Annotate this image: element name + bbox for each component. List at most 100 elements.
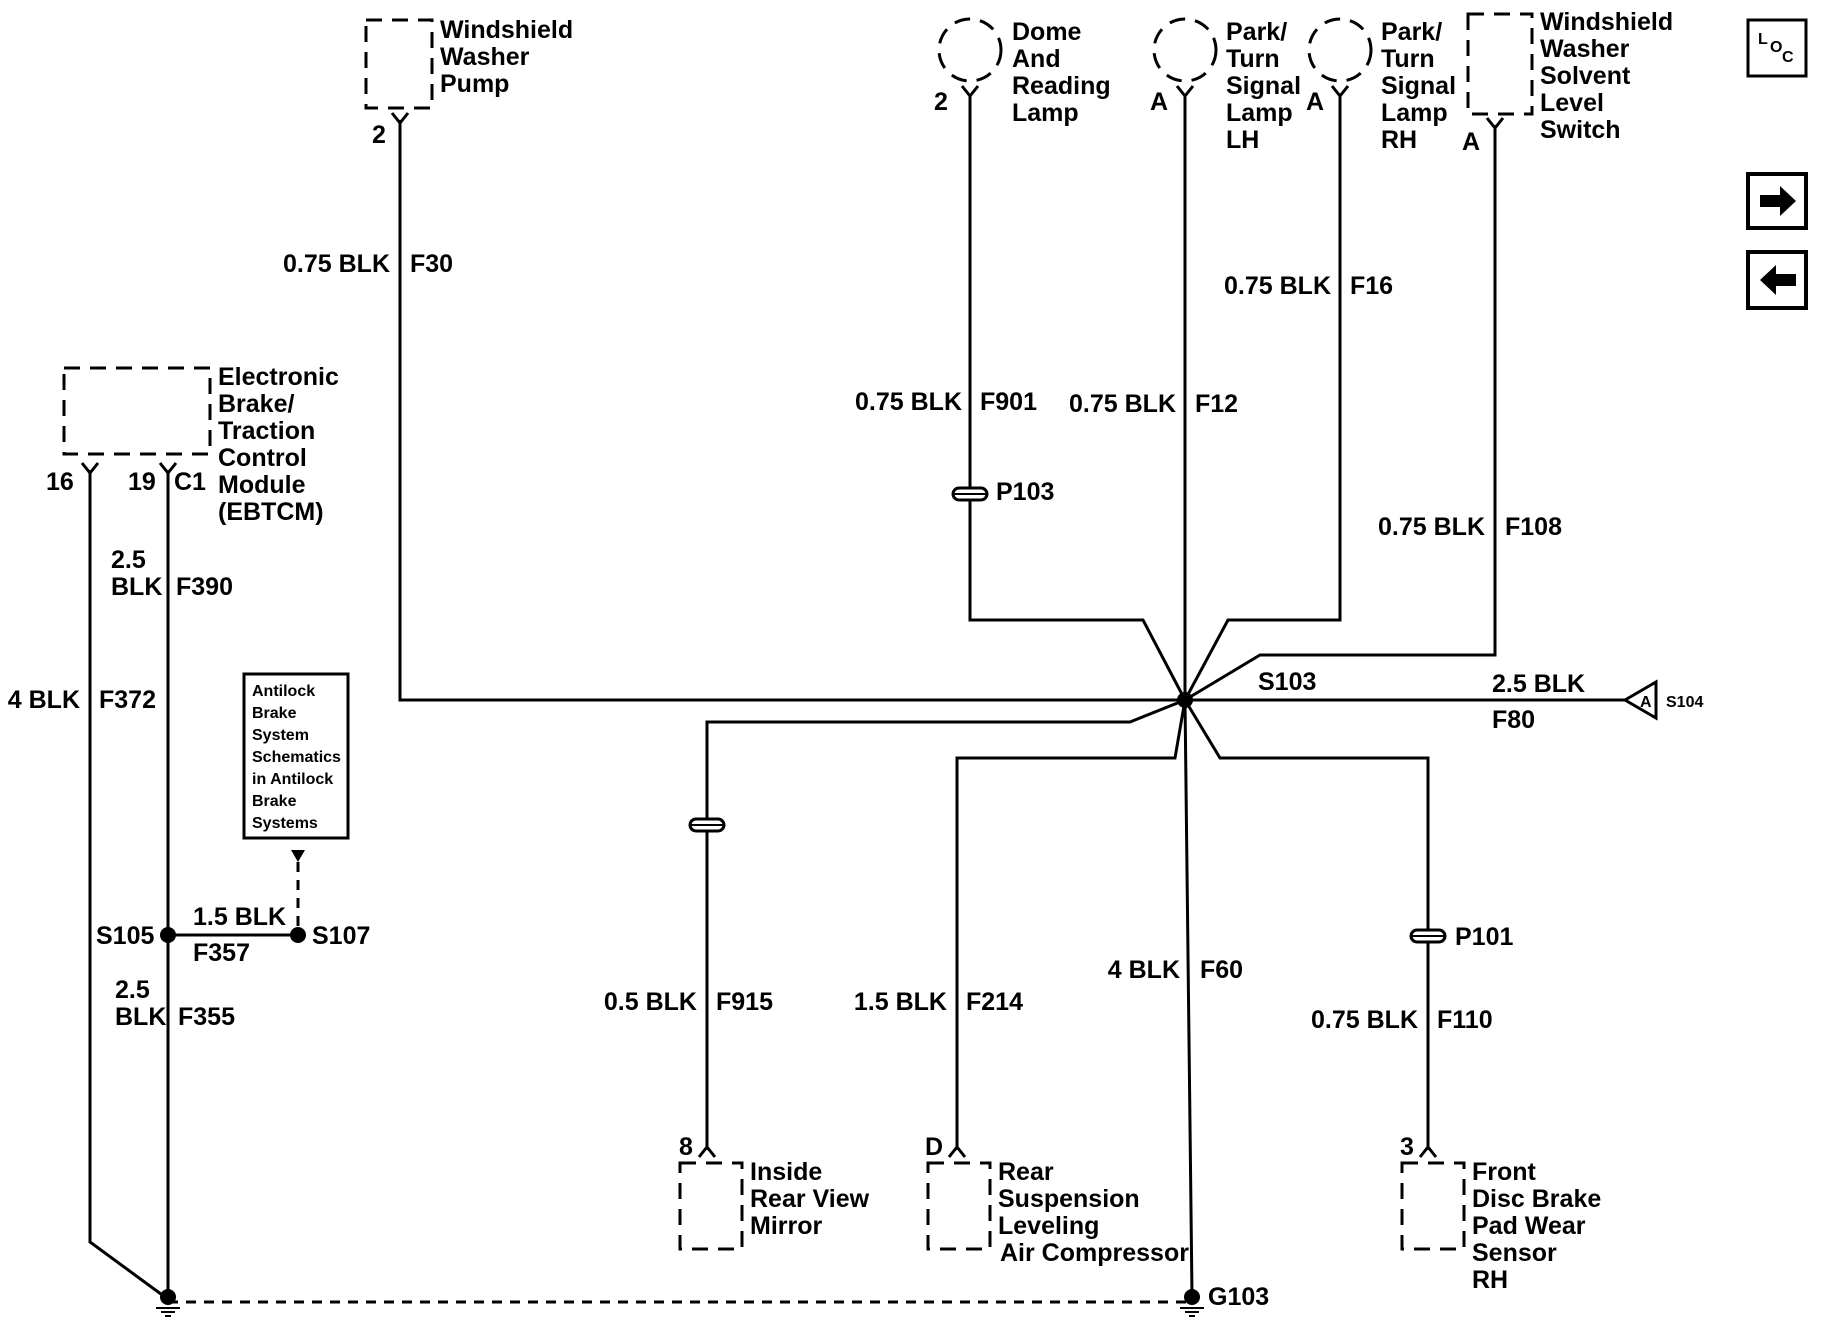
dome-lamp-pin: 2 [934,88,948,116]
locator-c: C [1782,49,1794,66]
park-lamp-lh-pin: A [1150,88,1168,116]
s104-pin: A [1640,694,1652,711]
mirror-pin: 8 [679,1133,693,1161]
mirror-box [678,1161,744,1251]
abs-reference-label: Antilock Brake System Schematics in Anti… [252,683,345,832]
wire-f30 [398,120,1185,702]
wire-f390-circuit: F390 [176,573,233,601]
splices [160,679,1658,943]
wire-f901-circuit: F901 [980,388,1037,416]
wire-f108 [1184,125,1497,702]
wire-f108-gauge: 0.75 BLK [1378,513,1485,541]
wire-f60 [1183,699,1194,1296]
wire-f12-circuit: F12 [1195,390,1238,418]
inline-connector-p103 [951,486,989,502]
locator-l: L [1758,31,1768,48]
wire-f372 [88,470,166,1299]
wire-f16 [1183,95,1342,701]
pad-sensor-pin: 3 [1400,1133,1414,1161]
terminal-park-rh [1330,85,1350,99]
wire-f60-circuit: F60 [1200,956,1243,984]
wire-f80-circuit: F80 [1492,706,1535,734]
wire-f30-circuit: F30 [410,250,453,278]
component-outlines [62,12,1534,1251]
terminal-compressor [947,1144,967,1158]
washer-pump-box [364,18,434,110]
wire-f12-gauge: 0.75 BLK [1069,390,1176,418]
compressor-pin: D [925,1133,943,1161]
ebtcm-connector: C1 [174,468,206,496]
wire-f110-gauge: 0.75 BLK [1311,1006,1418,1034]
s104-offpage-icon [1622,679,1658,721]
splice-s105-label: S105 [96,922,154,950]
terminal-dome-lamp [960,85,980,99]
locator-button[interactable]: L O C [1746,18,1808,78]
back-button[interactable] [1746,250,1808,310]
ebtcm-pin-19: 19 [128,468,156,496]
connector-p103-label: P103 [996,478,1054,506]
wire-f357-gauge: 1.5 BLK [193,903,286,931]
dome-lamp-label: Dome And Reading Lamp [1012,18,1118,127]
wire-f372-circuit: F372 [99,686,156,714]
wire-f214-circuit: F214 [966,988,1023,1016]
wire-f16-circuit: F16 [1350,272,1393,300]
wire-f214-gauge: 1.5 BLK [854,988,947,1016]
ground-g103-icon [1180,1289,1204,1317]
wire-f915 [705,698,1186,1150]
wire-f901-gauge: 0.75 BLK [855,388,962,416]
terminal-washer-pump [390,112,410,126]
connector-p101-label: P101 [1455,923,1513,951]
wire-f60-gauge: 4 BLK [1108,956,1180,984]
locator-o: O [1770,39,1782,56]
inline-connector-f915 [688,817,726,833]
splice-s105-dot [160,927,176,943]
wire-f30-gauge: 0.75 BLK [283,250,390,278]
ebtcm-box [62,366,212,456]
mirror-label: Inside Rear View Mirror [750,1158,876,1240]
ground-left-icon [156,1289,180,1317]
wire-f110-circuit: F110 [1437,1006,1493,1034]
wire-f355-gauge-b: BLK [115,1003,166,1031]
terminals [80,85,1505,1158]
wires [88,95,1625,1304]
wire-f214 [955,699,1187,1150]
park-lamp-lh-symbol [1152,17,1218,83]
wire-f372-gauge: 4 BLK [8,686,80,714]
abs-reference-box [242,672,350,840]
wire-f80-gauge: 2.5 BLK [1492,670,1585,698]
terminal-mirror [697,1144,717,1158]
solvent-switch-pin: A [1462,128,1480,156]
splice-s107-label: S107 [312,922,370,950]
terminal-ebtcm-16 [80,462,100,476]
arrow-right-icon [1760,186,1796,216]
splice-s103-label: S103 [1258,668,1316,696]
compressor-label: Rear Suspension Leveling Air Compressor [998,1158,1189,1267]
inline-connectors [688,486,1447,944]
wire-f390-gauge-a: 2.5 [111,546,146,574]
splice-s103-dot [1177,692,1193,708]
wire-f915-gauge: 0.5 BLK [604,988,697,1016]
park-lamp-rh-symbol [1307,17,1373,83]
arrow-left-icon [1760,265,1796,295]
washer-pump-label: Windshield Washer Pump [440,16,580,98]
wire-labels: 0.75 BLK F30 0.75 BLK F901 0.75 BLK F12 … [8,250,1585,1034]
node-labels: S103 S104 A S105 S107 P103 P101 G103 [96,478,1703,1311]
wire-f355-circuit: F355 [178,1003,235,1031]
wire-f16-gauge: 0.75 BLK [1224,272,1331,300]
pad-sensor-label: Front Disc Brake Pad Wear Sensor RH [1472,1158,1608,1294]
ebtcm-pin-16: 16 [46,468,74,496]
solvent-switch-label: Windshield Washer Solvent Level Switch [1540,8,1680,144]
park-lamp-rh-pin: A [1306,88,1324,116]
wire-f108-circuit: F108 [1505,513,1562,541]
s104-label: S104 [1666,694,1703,711]
wire-f357-circuit: F357 [193,939,250,967]
forward-button[interactable] [1746,172,1808,230]
compressor-box [926,1161,992,1251]
wire-f110 [1183,699,1430,1150]
abs-arrow-icon [291,850,305,862]
wire-f901 [968,95,1187,701]
component-labels: Windshield Washer Pump 2 Dome And Readin… [46,8,1680,1294]
grounds [156,1289,1204,1317]
terminal-pad-sensor [1418,1144,1438,1158]
